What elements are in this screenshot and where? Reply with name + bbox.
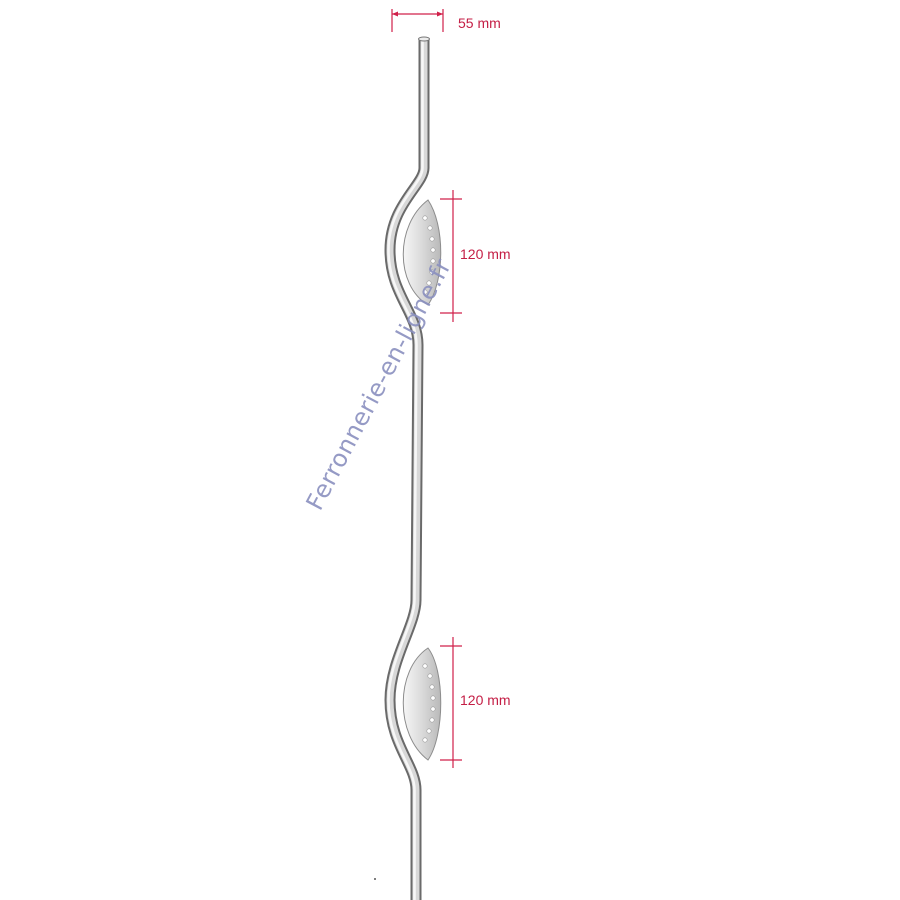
- lower-leaf-holes: [422, 663, 436, 743]
- upper-leaf-dimension: 120 mm: [440, 190, 511, 322]
- baluster-bar: [384, 36, 430, 900]
- top-width-dimension: 55 mm: [391, 9, 501, 32]
- stray-dot: [374, 878, 376, 880]
- upper-leaf-height-label: 120 mm: [460, 246, 511, 262]
- upper-leaf-holes: [422, 215, 436, 295]
- lower-leaf-dimension: 120 mm: [440, 637, 511, 768]
- lower-leaf-plate: [402, 647, 442, 761]
- lower-leaf-height-label: 120 mm: [460, 692, 511, 708]
- watermark-text: Ferronnerie-en-ligne.fr: [301, 254, 457, 515]
- top-width-label: 55 mm: [458, 15, 501, 31]
- upper-leaf-plate: [402, 199, 442, 306]
